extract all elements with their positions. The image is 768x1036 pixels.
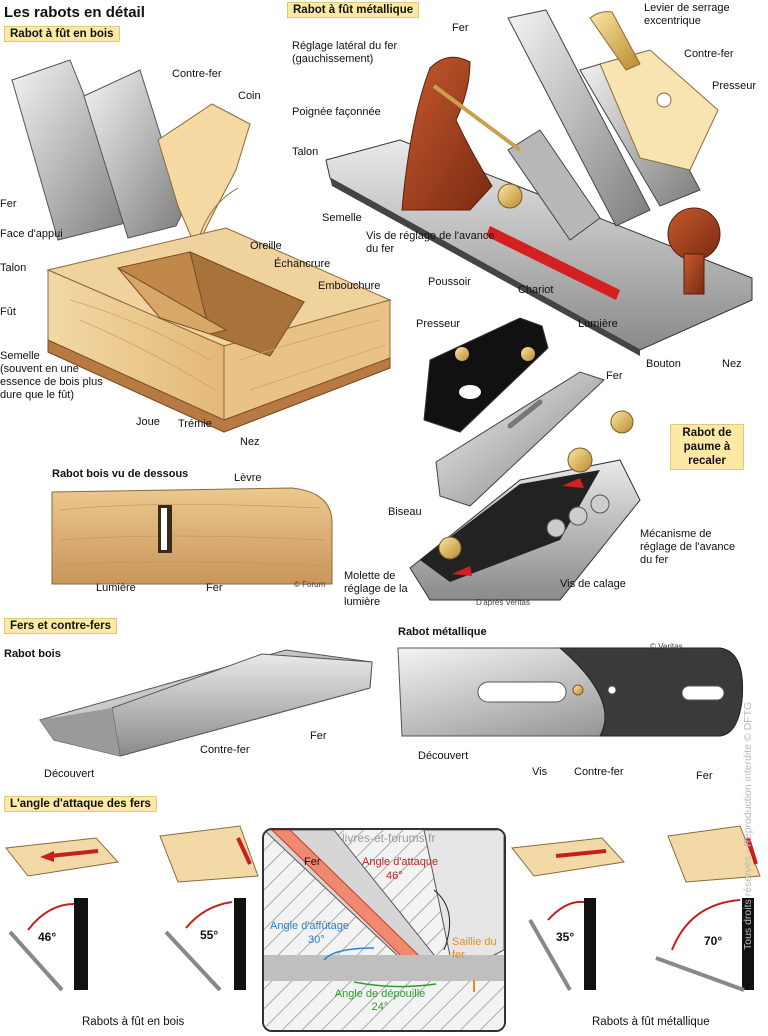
detail-affutage: Angle d'affûtage (270, 920, 349, 932)
detail-affutage-val: 30° (308, 934, 325, 946)
credit-veritas-irons: © Veritas (650, 642, 683, 651)
label-metal-talon: Talon (292, 146, 319, 158)
label-fer: Fer (0, 198, 17, 210)
label-semelle-note: (souvent en une essence de bois plus dur… (0, 363, 103, 401)
section-angle: L'angle d'attaque des fers (4, 796, 157, 812)
label-vis-calage: Vis de calage (560, 578, 626, 590)
label-levre: Lèvre (234, 472, 262, 484)
label-metal-contre-fer: Contre-fer (684, 48, 734, 60)
label-metal-lumiere: Lumière (578, 318, 618, 330)
irons-wood-title: Rabot bois (4, 648, 61, 660)
page-title: Les rabots en détail (4, 4, 145, 21)
label-decouvert-metal: Découvert (418, 750, 469, 762)
label-talon: Talon (0, 262, 27, 274)
label-tremie: Trémie (178, 418, 212, 430)
irons-metal-title: Rabot métallique (398, 626, 487, 638)
wood-plane-underside-illustration (51, 487, 333, 585)
angle-metal-2: 70° (704, 934, 723, 948)
detail-depouille: Angle de dépouille 24° (334, 988, 426, 1013)
label-irons-fer: Fer (310, 730, 327, 742)
label-embouchure: Embouchure (318, 280, 381, 292)
label-biseau: Biseau (388, 506, 422, 518)
label-poussoir: Poussoir (428, 276, 471, 288)
angle-wood-2: 55° (200, 928, 219, 942)
label-fut: Fût (0, 306, 16, 318)
label-irons-contre-fer: Contre-fer (200, 744, 250, 756)
label-metal-nez: Nez (722, 358, 742, 370)
angle-detail-drawing (264, 830, 504, 1030)
label-face-appui: Face d'appui (0, 228, 63, 240)
label-semelle: Semelle (0, 350, 40, 362)
label-vis-reglage: Vis de réglage de l'avance du fer (366, 230, 495, 255)
detail-watermark: livres-et-forums.fr (342, 831, 436, 845)
label-contre-fer: Contre-fer (172, 68, 222, 80)
credit-veritas-palm: D'après Veritas (476, 598, 530, 607)
detail-fer: Fer (304, 856, 321, 868)
label-joue: Joue (136, 416, 160, 428)
label-lumiere-underside: Lumière (96, 582, 136, 594)
wood-plane-illustration (11, 59, 392, 433)
section-metal-plane: Rabot à fût métallique (287, 2, 420, 18)
caption-metal: Rabots à fût métallique (592, 1016, 710, 1028)
label-decouvert-wood: Découvert (44, 768, 95, 780)
detail-attaque: Angle d'attaque (362, 856, 439, 868)
angle-diagrams (5, 825, 761, 992)
label-levier: Levier de serrage excentrique (644, 2, 730, 27)
side-credit: Tous droits réservés - Reproduction inte… (742, 701, 754, 950)
label-irons-vis: Vis (532, 766, 548, 778)
section-palm-plane: Rabot de paume à recaler (670, 424, 744, 470)
label-metal-fer: Fer (452, 22, 469, 34)
label-nez: Nez (240, 436, 260, 448)
label-coin: Coin (238, 90, 261, 102)
label-palm-fer: Fer (606, 370, 623, 382)
label-bouton: Bouton (646, 358, 681, 370)
label-metal-semelle: Semelle (322, 212, 362, 224)
detail-attaque-val: 46° (386, 870, 403, 882)
credit-forum: © Forum (294, 580, 326, 589)
caption-wood: Rabots à fût en bois (82, 1016, 185, 1028)
label-echancrure: Échancrure (274, 258, 331, 270)
label-fer-underside: Fer (206, 582, 223, 594)
palm-plane-illustration (409, 317, 641, 601)
label-oreille: Oreille (250, 240, 282, 252)
irons-illustration (39, 647, 744, 757)
underside-title: Rabot bois vu de dessous (52, 468, 189, 480)
label-irons-metal-fer: Fer (696, 770, 713, 782)
label-mecanisme: Mécanisme de réglage de l'avance du fer (640, 528, 736, 566)
label-poignee: Poignée façonnée (292, 106, 381, 118)
label-palm-presseur: Presseur (416, 318, 461, 330)
label-molette: Molette de réglage de la lumière (344, 570, 408, 608)
detail-saillie: Saillie du fer (452, 936, 497, 961)
label-reglage-lateral: Réglage latéral du fer (gauchissement) (292, 40, 398, 65)
label-metal-presseur: Presseur (712, 80, 757, 92)
section-irons: Fers et contre-fers (4, 618, 117, 634)
section-wood-plane: Rabot à fût en bois (4, 26, 120, 42)
angle-metal-1: 35° (556, 930, 575, 944)
label-irons-metal-contre-fer: Contre-fer (574, 766, 624, 778)
label-chariot: Chariot (518, 284, 554, 296)
angle-wood-1: 46° (38, 930, 57, 944)
angle-detail-box: livres-et-forums.fr Fer Angle d'attaque … (262, 828, 506, 1032)
metal-plane-illustration (325, 9, 753, 356)
